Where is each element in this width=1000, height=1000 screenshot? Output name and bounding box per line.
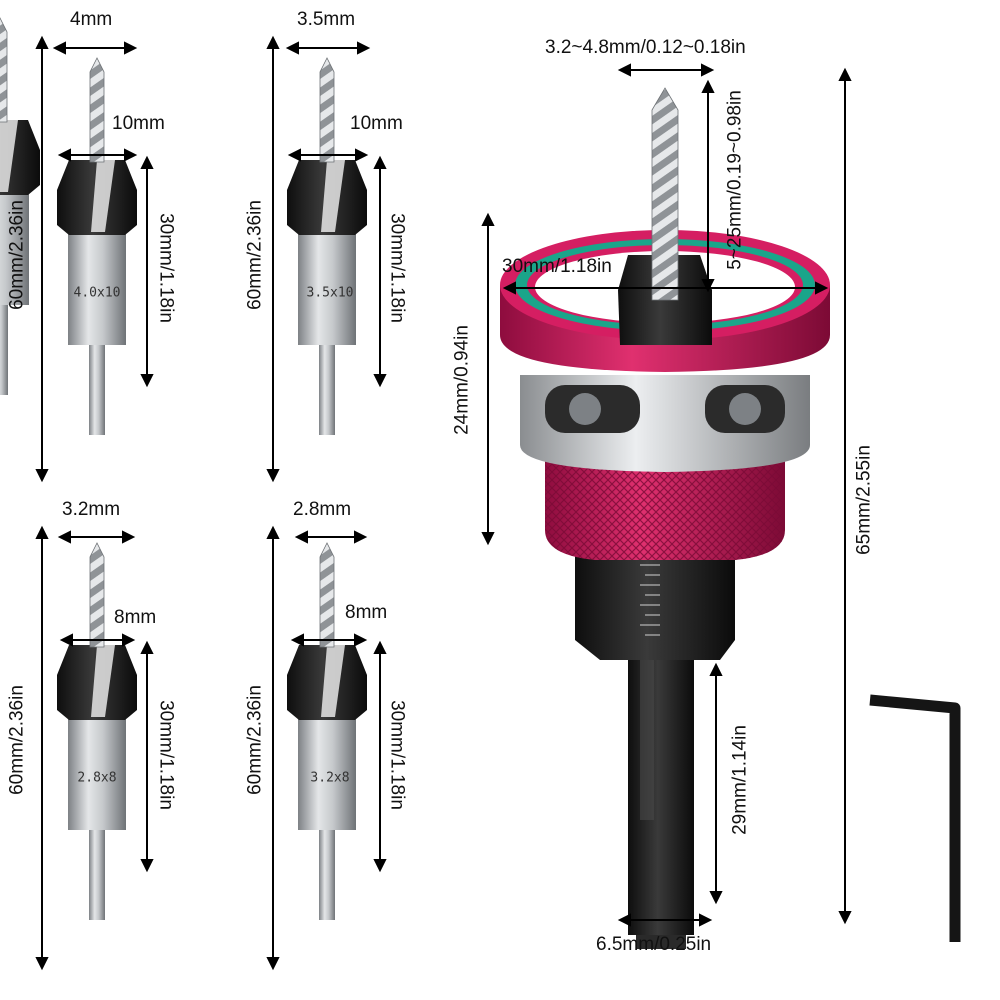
overall-length-label: 65mm/2.55in bbox=[853, 445, 875, 555]
hex-length-label: 29mm/1.14in bbox=[729, 725, 751, 835]
collar-diameter-label: 30mm/1.18in bbox=[502, 256, 612, 277]
hex-key-icon bbox=[869, 694, 961, 942]
bit3-overall-length-label: 60mm/2.36in bbox=[6, 685, 28, 795]
bit1-diameter-label: 4mm bbox=[70, 9, 113, 30]
bit2-engraving: 3.5x10 bbox=[306, 285, 354, 301]
bit4-diameter-label: 2.8mm bbox=[293, 499, 352, 520]
bit4-drill-length-label: 8mm bbox=[345, 602, 388, 623]
bit4-overall-length-label: 60mm/2.36in bbox=[244, 685, 266, 795]
bit1-engraving: 4.0x10 bbox=[73, 285, 121, 301]
hex-width-label: 6.5mm/0.25in bbox=[596, 934, 712, 955]
bit3-body-length-label: 30mm/1.18in bbox=[155, 700, 177, 810]
depth-range-label: 5~25mm/0.19~0.98in bbox=[724, 90, 746, 270]
bit3-drill-length-label: 8mm bbox=[114, 607, 157, 628]
bit4-body-length-label: 30mm/1.18in bbox=[386, 700, 408, 810]
bit2-diameter-label: 3.5mm bbox=[297, 9, 356, 30]
drill-range-label: 3.2~4.8mm/0.12~0.18in bbox=[545, 37, 746, 58]
bit4-engraving: 3.2x8 bbox=[310, 770, 350, 786]
countersink-bit-3-2mm bbox=[56, 542, 138, 921]
adjustable-countersink-tool bbox=[500, 87, 830, 949]
collar-height-label: 24mm/0.94in bbox=[451, 325, 473, 435]
countersink-bit-2-8mm bbox=[286, 542, 368, 921]
bit3-diameter-label: 3.2mm bbox=[62, 499, 121, 520]
bit3-engraving: 2.8x8 bbox=[77, 770, 117, 786]
bit1-overall-length-label: 60mm/2.36in bbox=[6, 200, 28, 310]
bit2-body-length-label: 30mm/1.18in bbox=[386, 213, 408, 323]
bit2-drill-length-label: 10mm bbox=[350, 113, 403, 134]
bit1-drill-length-label: 10mm bbox=[112, 113, 165, 134]
bit1-body-length-label: 30mm/1.18in bbox=[155, 213, 177, 323]
bit2-overall-length-label: 60mm/2.36in bbox=[244, 200, 266, 310]
